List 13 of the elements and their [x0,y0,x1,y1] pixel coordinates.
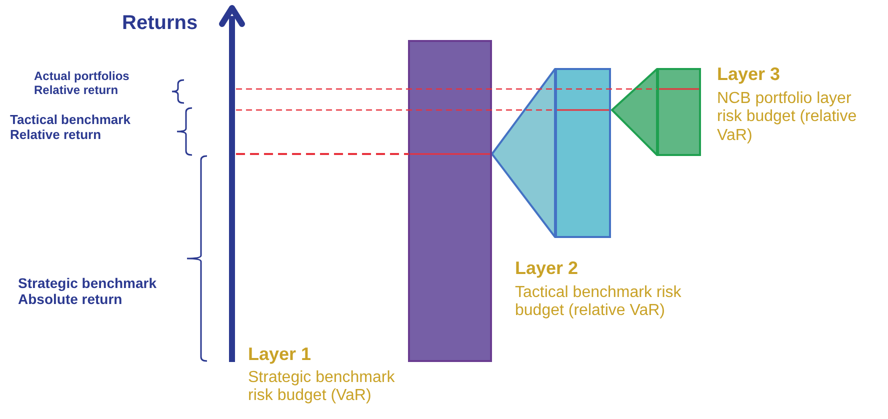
layer-description: NCB portfolio layer risk budget (relative VaR) [717,90,858,146]
layer-title: Layer 1 [248,344,312,365]
bracket-label: Strategic benchmark Absolute return [18,275,158,308]
layer-description: Tactical benchmark risk budget (relative VaR) [515,284,682,321]
axis-title: Returns [122,12,199,35]
layer-title: Layer 2 [515,258,580,279]
layer-description: Strategic benchmark risk budget (VaR) [248,369,396,406]
risk-budget-bar [408,40,492,362]
risk-budget-bar [657,68,701,156]
layer-title: Layer 3 [717,64,782,85]
risk-budget-bar [555,68,611,238]
bracket-label: Actual portfolios Relative return [34,70,130,98]
bracket-label: Tactical benchmark Relative return [10,113,132,143]
